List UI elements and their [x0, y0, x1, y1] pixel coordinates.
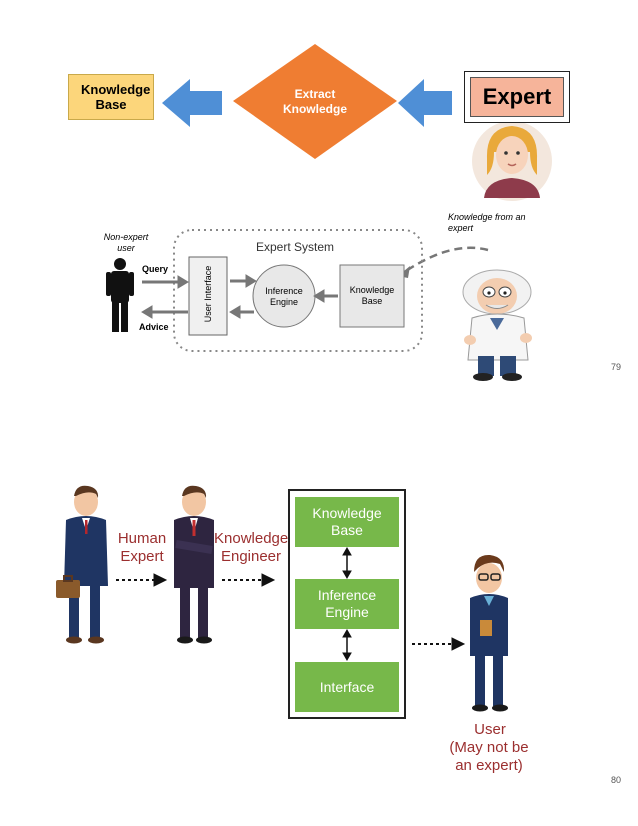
page-number-79: 79: [611, 362, 622, 372]
kb-small-label: Knowledge Base: [349, 285, 395, 306]
expert-box: Expert: [464, 71, 570, 123]
non-expert-user-label: Non-expert user: [103, 232, 149, 253]
expert-label: Expert: [470, 77, 564, 117]
inference-green-box: Inference Engine: [295, 579, 399, 629]
user-interface-label: User Interface: [203, 265, 213, 323]
double-arrows: [342, 546, 352, 662]
non-expert-user-icon: [106, 258, 134, 332]
knowledge-base-label: Knowledge Base: [81, 82, 151, 112]
scientist-expert-icon: [462, 269, 532, 381]
knowledge-flow-dashed: [399, 246, 489, 277]
kb-small-box: [339, 264, 405, 328]
extract-diamond: [233, 44, 397, 159]
query-label: Query: [142, 264, 169, 274]
extract-knowledge-label: Extract Knowledge: [282, 87, 347, 116]
knowledge-engineer-label: Knowledge Engineer: [214, 530, 289, 565]
kb-green-box: Knowledge Base: [295, 497, 399, 547]
inference-engine-small-label: Inference Engine: [265, 286, 303, 307]
knowledge-base-box: Knowledge Base: [68, 74, 154, 120]
page-number-80: 80: [611, 775, 622, 785]
interface-green-label: Interface: [319, 678, 375, 695]
top-diagram-shapes: [106, 44, 552, 381]
kb-green-label: Knowledge Base: [312, 505, 382, 538]
expert-system-boundary: [173, 229, 423, 352]
knowledge-from-expert-label: Knowledge from an expert: [448, 212, 526, 233]
user-interface-box: [188, 256, 228, 336]
advice-label: Advice: [139, 322, 169, 332]
knowledge-engineer-icon: [174, 485, 214, 644]
expert-avatar-icon: [472, 121, 552, 201]
interface-green-box: Interface: [295, 662, 399, 712]
right-arrow-icon: [398, 79, 452, 127]
expert-system-title: Expert System: [256, 240, 335, 254]
human-expert-icon: [56, 485, 108, 644]
human-expert-label: Human Expert: [117, 530, 167, 565]
inference-green-label: Inference Engine: [317, 587, 377, 620]
user-label: User: [474, 721, 506, 738]
user-note-label: (May not be an expert): [449, 739, 529, 774]
left-arrow-icon: [162, 79, 222, 127]
user-icon: [470, 554, 508, 712]
flow-arrows-bottom: [116, 573, 466, 651]
